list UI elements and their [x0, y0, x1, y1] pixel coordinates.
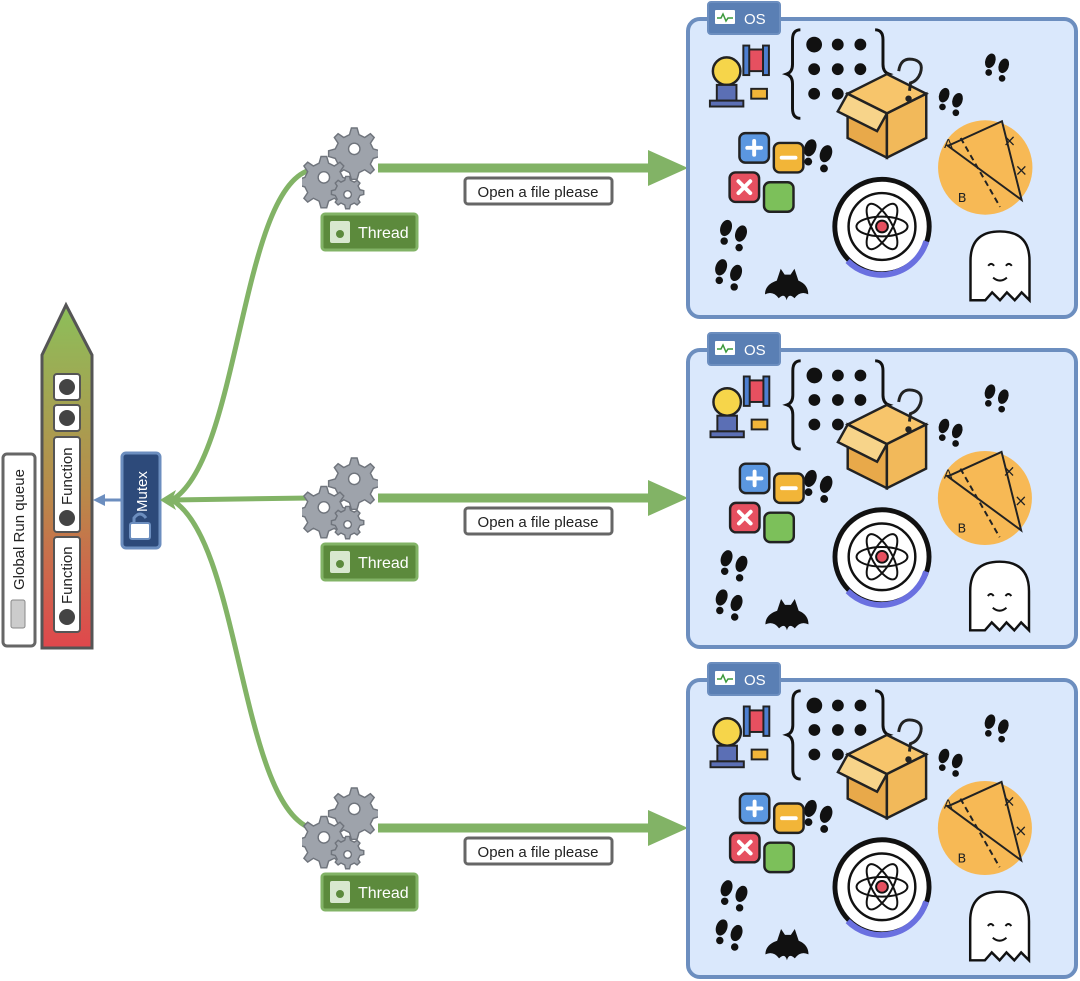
mutex-label: Mutex	[134, 471, 151, 512]
svg-text:Function: Function	[59, 546, 76, 604]
mutex: Mutex	[120, 451, 162, 550]
thread-label: Thread	[358, 225, 409, 242]
request-label-box	[463, 176, 614, 206]
svg-text:Function: Function	[59, 447, 76, 505]
queue-item	[53, 404, 81, 432]
arrowhead	[160, 490, 176, 510]
thread-connectors	[170, 167, 312, 831]
queue-item	[53, 373, 81, 401]
thread-row: Open a file please Thread	[302, 787, 688, 912]
os-panel: OS	[686, 1, 1078, 319]
lambda-icon	[59, 379, 75, 395]
arrowhead	[93, 494, 105, 506]
os-label: OS	[744, 342, 766, 359]
arrowhead	[648, 150, 688, 186]
request-label: Open a file please	[478, 514, 599, 531]
os-panel: OS	[686, 332, 1078, 649]
arrowhead	[648, 810, 688, 846]
queue-item: Function	[53, 436, 81, 533]
request-label-box	[463, 836, 614, 866]
lambda-icon	[59, 410, 75, 426]
queue-label: Global Run queue	[11, 469, 28, 590]
lock-icon	[129, 512, 151, 540]
queue-label-icon	[10, 599, 26, 629]
os-label: OS	[744, 11, 766, 28]
os-panel: OS	[686, 662, 1078, 979]
thread-row: Open a file please Thread	[302, 457, 688, 582]
thread-label: Thread	[358, 885, 409, 902]
request-label: Open a file please	[478, 184, 599, 201]
gears-icon	[302, 127, 378, 210]
gears-icon	[302, 457, 378, 540]
thread-row: Open a file please Thread	[302, 127, 688, 252]
os-label: OS	[744, 672, 766, 689]
arrowhead	[648, 480, 688, 516]
queue-item: Function	[53, 536, 81, 633]
queue-label-box	[1, 452, 37, 648]
request-label-box	[463, 506, 614, 536]
request-label: Open a file please	[478, 844, 599, 861]
gears-icon	[302, 787, 378, 870]
lambda-icon	[59, 609, 75, 625]
global-run-queue: Global Run queue Function Function	[1, 301, 94, 650]
thread-label: Thread	[358, 555, 409, 572]
lambda-icon	[59, 510, 75, 526]
